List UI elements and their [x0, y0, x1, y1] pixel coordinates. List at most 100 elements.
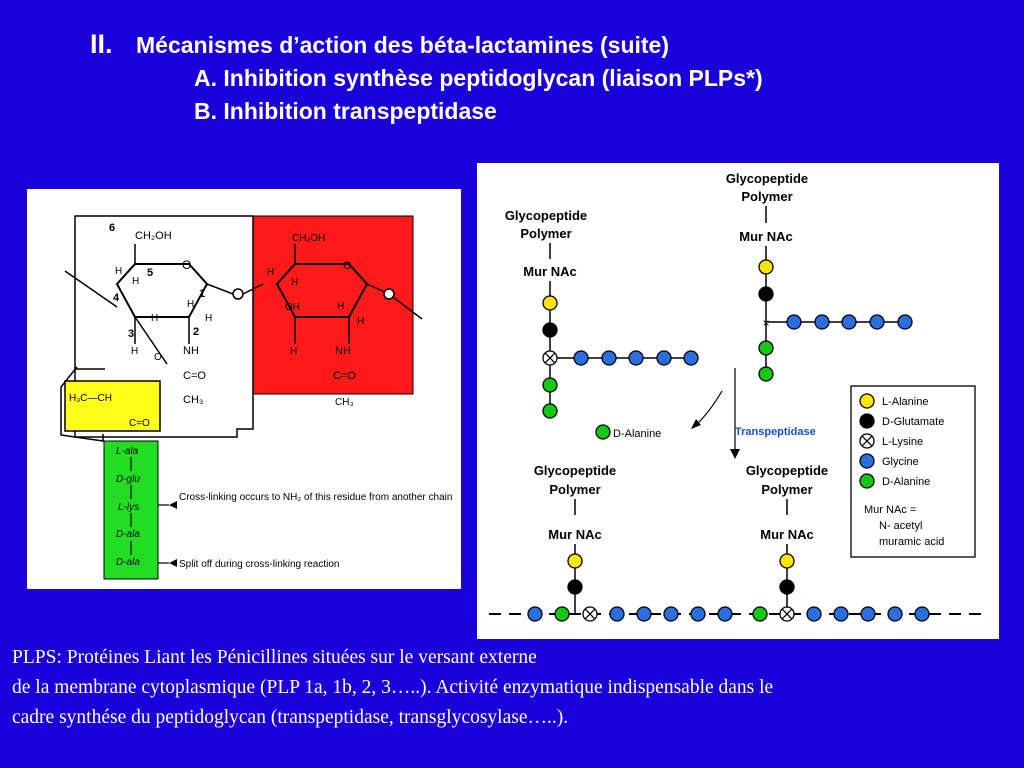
glycine-residue: [814, 314, 830, 330]
right-h-3: H: [337, 301, 344, 312]
peptide-d-ala-1: D-ala: [116, 529, 140, 540]
left-ring-o3: O: [154, 352, 162, 363]
d-alanine-release-arrowhead: [691, 419, 701, 429]
nam-structure-panel: 6 5 4 3 2 1 CH₂OH O H H H H H H O NH C=O…: [27, 189, 461, 589]
footer-line-1: PLPS: Protéines Liant les Pénicillines s…: [12, 647, 537, 668]
glycine-residue: [860, 606, 876, 622]
peptide-l-lys: L-lys: [118, 502, 139, 513]
title-roman-numeral: II.: [90, 29, 113, 59]
right-h-4: H: [357, 316, 364, 327]
title-main-line: II. Mécanismes d’action des béta-lactamin…: [90, 28, 763, 62]
glycine-residue: [628, 350, 644, 366]
poly4-polymer: Polymer: [761, 482, 812, 497]
blue-circle-icon: [859, 453, 875, 469]
peptide-d-ala-2: D-ala: [116, 557, 140, 568]
l-alanine-residue: [542, 295, 558, 311]
yellow-lactyl-box: [64, 380, 161, 432]
d-alanine-residue: [554, 606, 570, 622]
right-h-1: H: [267, 267, 274, 278]
note-split: Split off during cross-linking reaction: [179, 559, 339, 570]
left-h-5: H: [131, 346, 138, 357]
legend-label-2: D-Glutamate: [882, 416, 944, 428]
glycine-residue: [717, 606, 733, 622]
footer-line-2: de la membrane cytoplasmique (PLP 1a, 1b…: [12, 677, 774, 698]
glycine-residue: [806, 606, 822, 622]
left-ring-oxygen: O: [182, 258, 191, 272]
peptide-l-ala: L-ala: [116, 446, 139, 457]
poly2-glycopeptide: Glycopeptide: [726, 171, 808, 186]
poly4-murnac: Mur NAc: [760, 527, 813, 542]
left-ch3-label: CH₃: [183, 394, 203, 406]
glycine-residue: [663, 606, 679, 622]
poly2-murnac: Mur NAc: [739, 229, 792, 244]
left-h-2: H: [132, 276, 139, 287]
glycine-residue: [841, 314, 857, 330]
ring-number-3: 3: [128, 328, 134, 340]
legend-label-4: Glycine: [882, 456, 919, 468]
footer-note: PLPS: Protéines Liant les Pénicillines s…: [12, 643, 1017, 733]
red-sugar-box: [252, 215, 414, 395]
d-glutamate-residue: [779, 579, 795, 595]
right-h-5: H: [290, 346, 297, 357]
glycine-residue: [887, 606, 903, 622]
l-alanine-residue: [758, 259, 774, 275]
title-main-text: Mécanismes d’action des béta-lactamines …: [136, 32, 670, 58]
right-ring-oxygen: O: [343, 260, 352, 272]
left-h-4: H: [205, 313, 212, 324]
right-ring-bonds: [294, 244, 423, 344]
ring-number-6: 6: [109, 222, 115, 234]
note-crosslink-line1: Cross-linking occurs to NH₂ of this resi…: [179, 492, 452, 503]
poly1-murnac: Mur NAc: [523, 264, 576, 279]
legend-label-3: L-Lysine: [882, 436, 923, 448]
black-circle-icon: [859, 413, 875, 429]
l-lysine-cross-mark: [544, 352, 556, 364]
glycine-residue: [786, 314, 802, 330]
slide-title: II. Mécanismes d’action des béta-lactamin…: [90, 28, 763, 128]
left-nh-label: NH: [183, 345, 199, 357]
footer-line-3: cadre synthése du peptidoglycan (transpe…: [12, 707, 569, 728]
released-d-alanine-residue: [595, 424, 611, 440]
left-h-6: H: [151, 313, 158, 324]
glycine-residue: [656, 350, 672, 366]
green-circle-icon: [859, 473, 875, 489]
d-alanine-residue: [542, 403, 558, 419]
right-glycosidic-oxygen: [383, 288, 395, 300]
right-c-eq-o-label: C=O: [333, 370, 356, 382]
poly1-polymer: Polymer: [520, 226, 571, 241]
right-nh-label: NH: [335, 345, 351, 357]
d-glutamate-residue: [542, 322, 558, 338]
glycine-residue: [897, 314, 913, 330]
right-ch2oh-label: CH₂OH: [292, 233, 325, 244]
legend-murnac-line1: Mur NAc =: [864, 504, 916, 516]
d-alanine-residue: [542, 377, 558, 393]
left-ch2oh-label: CH₂OH: [135, 230, 172, 242]
ring-number-2: 2: [193, 326, 199, 338]
legend-box: [850, 385, 976, 558]
glycine-residue: [869, 314, 885, 330]
peptide-d-glu: D-glu: [116, 474, 140, 485]
released-d-alanine-label: D-Alanine: [613, 428, 661, 440]
l-lysine-cross-mark: [781, 608, 793, 620]
l-alanine-residue: [779, 553, 795, 569]
l-lysine-cross-mark: [584, 608, 596, 620]
right-h-2: H: [291, 277, 298, 288]
crosslink-arrowhead: [169, 501, 177, 509]
d-alanine-residue: [752, 606, 768, 622]
poly3-glycopeptide: Glycopeptide: [534, 463, 616, 478]
legend-label-5: D-Alanine: [882, 476, 930, 488]
transpeptidase-reaction-figure: Glycopeptide Polymer Mur NAc Glycopeptid…: [489, 171, 987, 622]
title-subheading-a: A. Inhibition synthèse peptidoglycan (li…: [194, 65, 763, 91]
legend-label-1: L-Alanine: [882, 396, 928, 408]
d-alanine-residue: [758, 366, 774, 382]
glycine-residue: [690, 606, 706, 622]
glycine-residue: [609, 606, 625, 622]
lactyl-c-eq-o: C=O: [129, 418, 150, 429]
legend-murnac-line3: muramic acid: [879, 536, 944, 548]
yellow-circle-icon: [859, 393, 875, 409]
l-lysine-cross-mark: [861, 435, 873, 447]
nam-structure-figure: 6 5 4 3 2 1 CH₂OH O H H H H H H O NH C=O…: [60, 215, 452, 580]
d-alanine-residue: [758, 340, 774, 356]
ring-number-4: 4: [113, 292, 120, 304]
glycine-residue: [601, 350, 617, 366]
poly3-polymer: Polymer: [549, 482, 600, 497]
